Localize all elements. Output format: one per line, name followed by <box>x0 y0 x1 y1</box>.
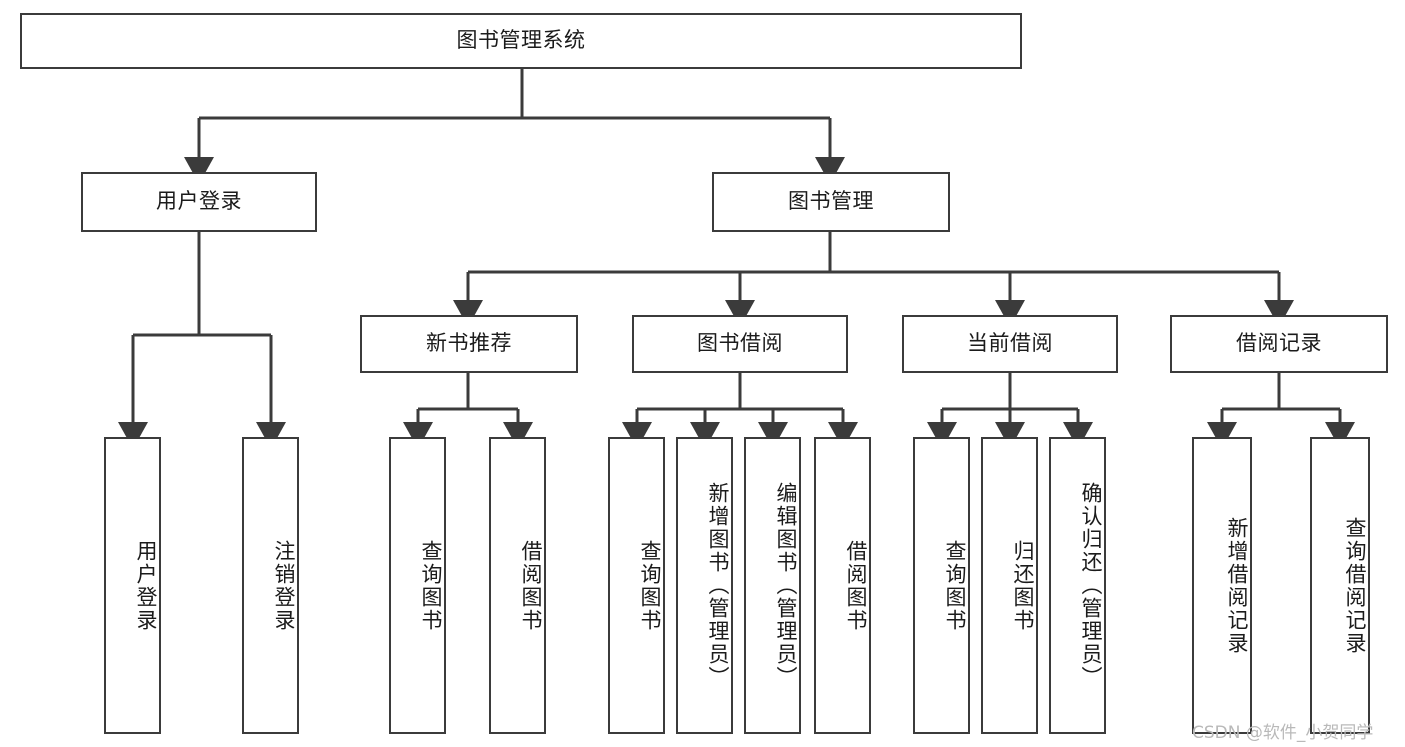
node-leaf-user-login[interactable]: 用户登录 <box>104 437 161 734</box>
node-leaf-confirm-return-admin[interactable]: 确认归还（管理员） <box>1049 437 1106 734</box>
node-leaf-label: 注销登录 <box>272 539 296 632</box>
node-leaf-label: 借阅图书 <box>844 539 868 632</box>
node-leaf-borrow-book-recommend[interactable]: 借阅图书 <box>489 437 546 734</box>
node-leaf-label: 归还图书 <box>1011 539 1035 632</box>
node-leaf-label: 查询图书 <box>943 539 967 632</box>
node-new-book-recommend[interactable]: 新书推荐 <box>360 315 578 373</box>
node-leaf-return-book[interactable]: 归还图书 <box>981 437 1038 734</box>
node-leaf-label: 用户登录 <box>134 539 158 632</box>
node-leaf-query-book-current[interactable]: 查询图书 <box>913 437 970 734</box>
node-borrow-record[interactable]: 借阅记录 <box>1170 315 1388 373</box>
node-leaf-edit-book-admin[interactable]: 编辑图书（管理员） <box>744 437 801 734</box>
node-leaf-label: 借阅图书 <box>519 539 543 632</box>
node-leaf-label: 新增图书（管理员） <box>706 482 730 689</box>
node-leaf-query-book-recommend[interactable]: 查询图书 <box>389 437 446 734</box>
node-user-login[interactable]: 用户登录 <box>81 172 317 232</box>
node-book-management[interactable]: 图书管理 <box>712 172 950 232</box>
node-root-system[interactable]: 图书管理系统 <box>20 13 1022 69</box>
node-leaf-label: 查询图书 <box>638 539 662 632</box>
csdn-watermark: CSDN @软件_小贺同学 <box>1192 723 1374 743</box>
node-leaf-label: 查询图书 <box>419 539 443 632</box>
node-leaf-label: 查询借阅记录 <box>1343 516 1367 655</box>
node-leaf-label: 确认归还（管理员） <box>1079 482 1103 689</box>
node-leaf-add-book-admin[interactable]: 新增图书（管理员） <box>676 437 733 734</box>
node-book-borrow[interactable]: 图书借阅 <box>632 315 848 373</box>
node-leaf-label: 编辑图书（管理员） <box>774 482 798 689</box>
node-leaf-borrow-book[interactable]: 借阅图书 <box>814 437 871 734</box>
node-leaf-query-book-borrow[interactable]: 查询图书 <box>608 437 665 734</box>
node-leaf-logout[interactable]: 注销登录 <box>242 437 299 734</box>
node-leaf-add-borrow-record[interactable]: 新增借阅记录 <box>1192 437 1252 734</box>
node-leaf-label: 新增借阅记录 <box>1225 516 1249 655</box>
node-leaf-query-borrow-record[interactable]: 查询借阅记录 <box>1310 437 1370 734</box>
node-current-borrow[interactable]: 当前借阅 <box>902 315 1118 373</box>
